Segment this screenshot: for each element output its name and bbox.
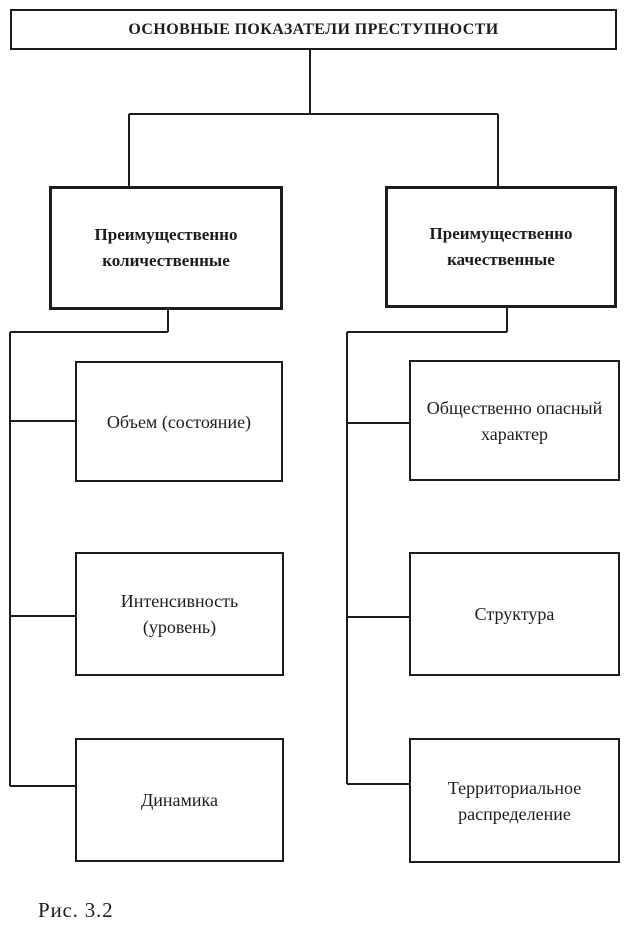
branch-box-quantitative: Преимущественно количественные (49, 186, 283, 310)
child-box-socially-dangerous-character: Общественно опасный характер (409, 360, 620, 481)
branch-quantitative-label: Преимущественно количественные (94, 225, 238, 270)
root-box-label: ОСНОВНЫЕ ПОКАЗАТЕЛИ ПРЕСТУПНОСТИ (128, 20, 499, 38)
child-box-structure: Структура (409, 552, 620, 676)
child-box-volume-state: Объем (состояние) (75, 361, 283, 482)
child-dynamics-label: Динамика (140, 790, 219, 810)
child-box-intensity-level: Интенсивность (уровень) (75, 552, 284, 676)
child-volume-state-label: Объем (состояние) (106, 411, 252, 432)
child-box-territorial-distribution: Территориальное распределение (409, 738, 620, 863)
figure-caption: Рис. 3.2 (38, 898, 114, 922)
branch-qualitative-label: Преимущественно качественные (429, 224, 573, 269)
child-socially-dangerous-character-label: Общественно опасный характер (426, 397, 603, 444)
child-structure-label: Структура (474, 604, 555, 624)
branch-box-qualitative: Преимущественно качественные (385, 186, 617, 308)
child-territorial-distribution-label: Территориальное распределение (447, 777, 582, 824)
child-intensity-level-label: Интенсивность (уровень) (120, 591, 239, 637)
root-box-main-crime-indicators: ОСНОВНЫЕ ПОКАЗАТЕЛИ ПРЕСТУПНОСТИ (10, 9, 617, 50)
child-box-dynamics: Динамика (75, 738, 284, 862)
